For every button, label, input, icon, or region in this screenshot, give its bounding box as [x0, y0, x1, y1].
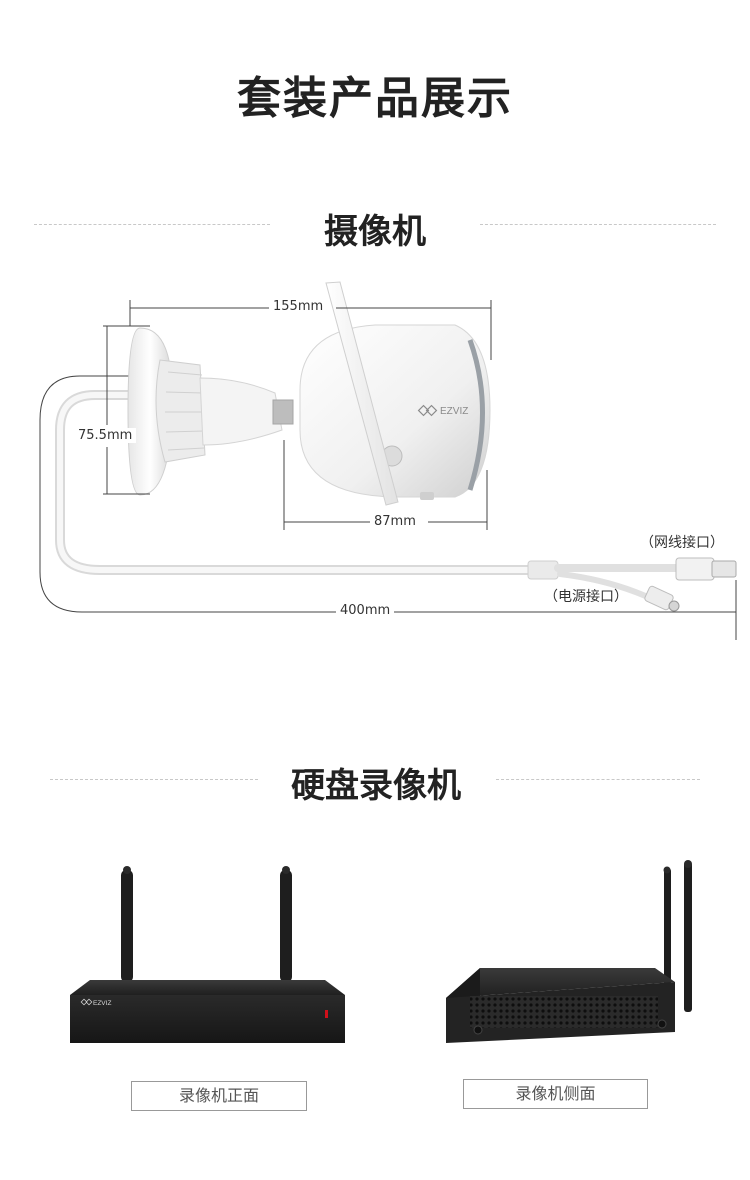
dim-height-label: 75.5mm — [74, 428, 137, 443]
divider-right-2 — [496, 779, 700, 780]
camera-illustration: EZVIZ — [39, 281, 737, 640]
page-title: 套装产品展示 — [237, 73, 513, 124]
divider-left — [34, 224, 270, 225]
nvr-side-device — [446, 860, 692, 1043]
nvr-front-logo-icon — [80, 998, 93, 1006]
mount-nut — [155, 359, 206, 463]
camera-antenna — [325, 281, 399, 506]
nvr-side-caption: 录像机侧面 — [463, 1079, 648, 1109]
nvr-front-device: EZVIZ — [70, 866, 345, 1043]
nvr-front-antenna-left — [121, 870, 133, 982]
dim-cable-label: 400mm — [336, 603, 395, 618]
nvr-front-caption: 录像机正面 — [131, 1081, 307, 1111]
camera-logo-text: EZVIZ — [440, 406, 468, 417]
power-port-label: （电源接口） — [544, 589, 628, 605]
ezviz-logo-icon — [417, 404, 438, 417]
cable-dimension-guide — [39, 375, 736, 613]
nvr-front-antenna-right — [280, 870, 292, 982]
nvr-front-logo-text: EZVIZ — [93, 1000, 111, 1007]
network-port-label: （网线接口） — [640, 535, 724, 551]
divider-right — [480, 224, 716, 225]
nvr-side-antenna-1 — [664, 868, 671, 998]
nvr-section-title: 硬盘录像机 — [291, 766, 461, 806]
dim-depth-label: 87mm — [370, 514, 420, 529]
dim-width-label: 155mm — [269, 299, 328, 314]
nvr-side-antenna-2 — [684, 862, 692, 1012]
camera-section-title: 摄像机 — [324, 212, 426, 252]
divider-left-2 — [50, 779, 258, 780]
